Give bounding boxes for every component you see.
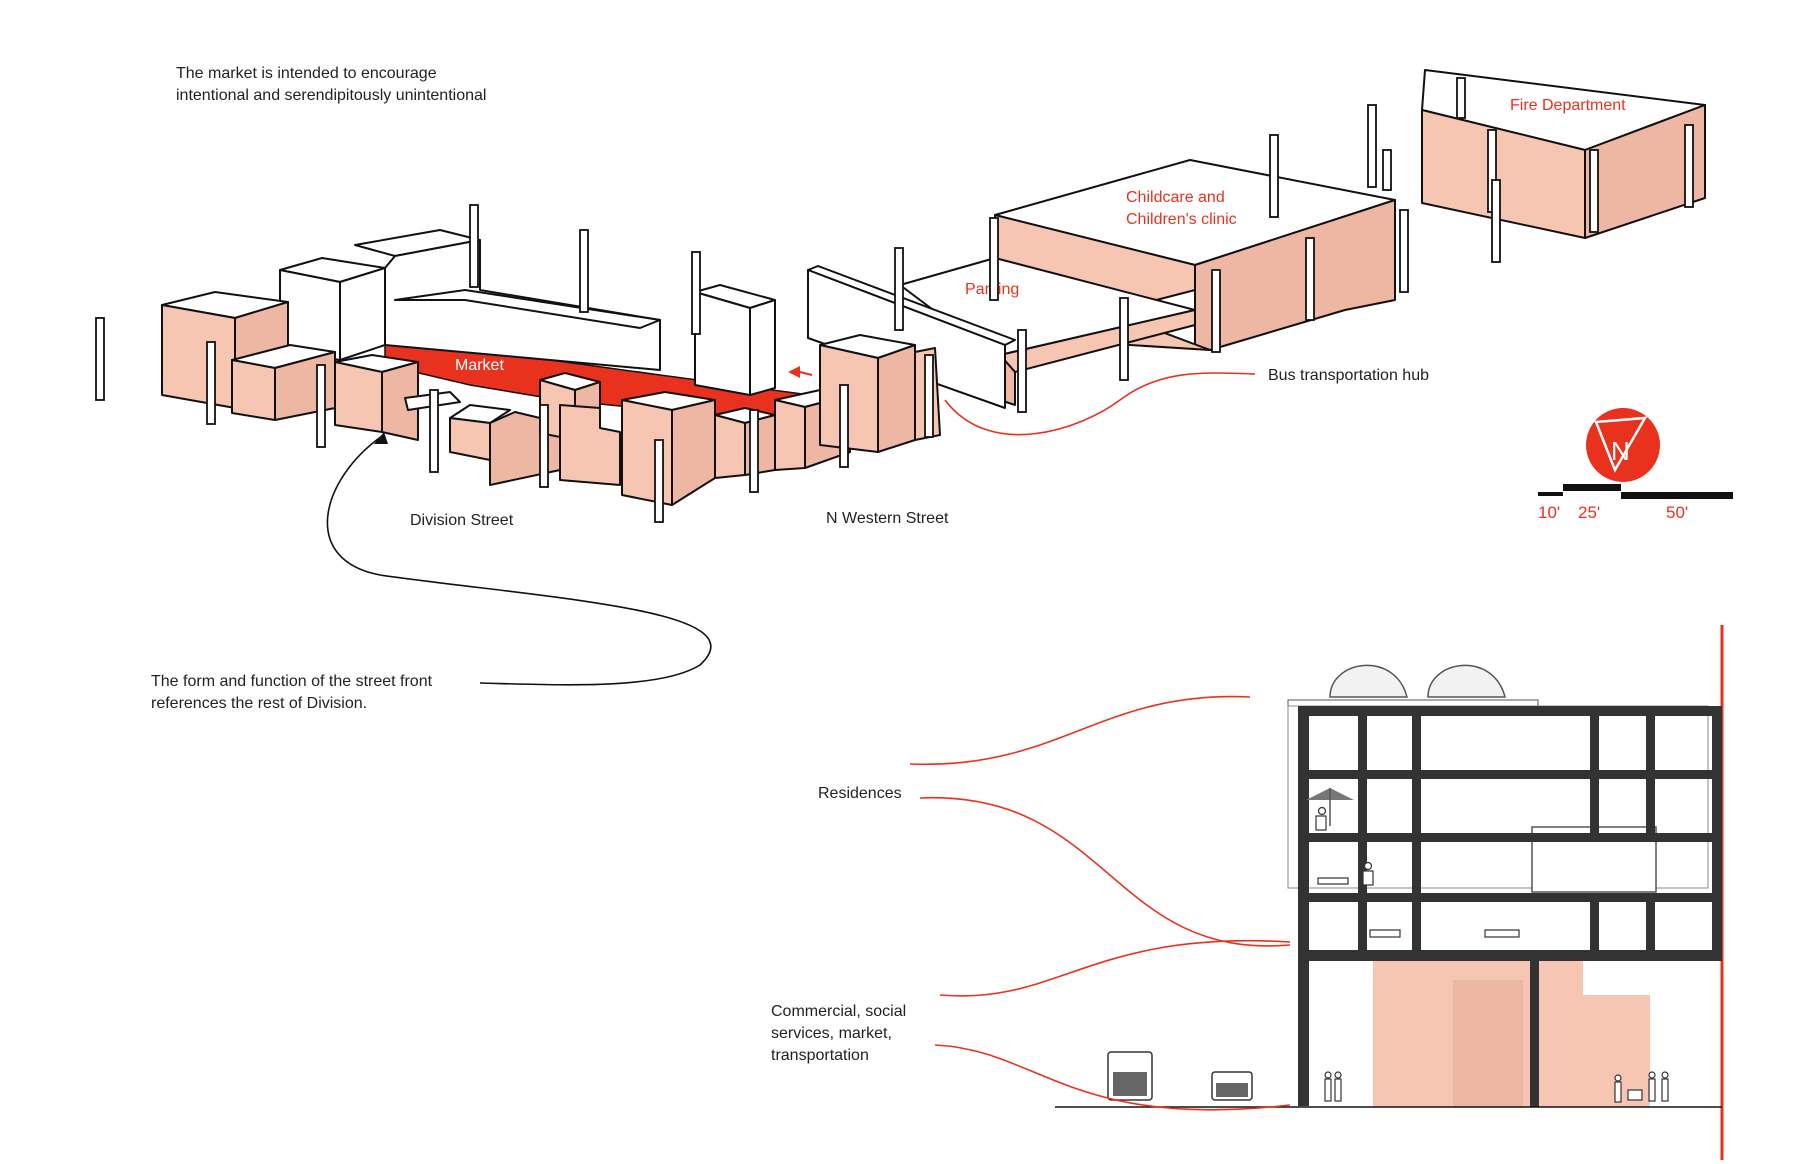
post	[1399, 209, 1409, 293]
post	[1367, 104, 1377, 188]
rooftop-dome	[1427, 664, 1506, 698]
scale-tick-50: 50'	[1666, 503, 1688, 522]
bus-hub-leader	[944, 372, 1256, 436]
commercial-leader-1	[939, 939, 1291, 997]
post	[894, 247, 904, 331]
commercial-label-2: services, market,	[771, 1025, 892, 1042]
residences-label: Residences	[818, 785, 902, 802]
building-section	[1055, 625, 1724, 1160]
post	[429, 389, 439, 473]
n-western-wall	[807, 265, 1016, 409]
post	[539, 404, 549, 488]
commercial-label-1: Commercial, social	[771, 1003, 906, 1020]
post	[989, 217, 999, 301]
market-intent-text-2: intentional and serendipitously unintent…	[176, 87, 486, 104]
post	[1305, 237, 1315, 321]
market-arrow-line	[799, 371, 813, 376]
post	[749, 409, 759, 493]
post	[1119, 297, 1129, 381]
market-label: Market	[455, 357, 504, 374]
post	[654, 439, 664, 523]
pedestrians	[1324, 1071, 1669, 1103]
commercial-leader-2	[934, 1044, 1291, 1111]
post	[1589, 149, 1599, 233]
scale-tick-25: 25'	[1578, 503, 1600, 522]
post	[1017, 329, 1027, 413]
market-intent-text-1: The market is intended to encourage	[176, 65, 437, 82]
post	[839, 384, 849, 468]
division-street-label: Division Street	[410, 512, 514, 529]
person-icon	[1363, 861, 1373, 871]
person-icon	[1317, 806, 1327, 816]
post	[1269, 134, 1279, 218]
residences-leader-2	[919, 797, 1291, 947]
bus-hub-label: Bus transportation hub	[1268, 367, 1429, 384]
post	[1211, 269, 1221, 353]
post	[1456, 77, 1466, 119]
compass-letter: N	[1611, 436, 1630, 466]
bed-icon	[1317, 877, 1349, 885]
post	[316, 364, 326, 448]
street-front-text-1: The form and function of the street fron…	[151, 673, 433, 690]
post	[1382, 149, 1392, 191]
post	[95, 317, 105, 401]
post	[206, 341, 216, 425]
scale-tick-10: 10'	[1538, 503, 1560, 522]
structural-frame	[1298, 706, 1722, 1107]
street-front-leader	[326, 435, 712, 686]
white-buildings	[279, 229, 776, 396]
street-front-arrow-icon	[374, 432, 388, 444]
post	[924, 354, 934, 438]
fire-department-label: Fire Department	[1510, 97, 1626, 114]
post	[1684, 124, 1694, 208]
axonometric-site: Fire Department Childcare and Children's…	[95, 69, 1706, 523]
division-front-buildings	[161, 291, 941, 506]
post	[1491, 179, 1501, 263]
bed-icon	[1369, 929, 1401, 938]
residences-leader-1	[909, 695, 1251, 766]
commercial-label-3: transportation	[771, 1047, 869, 1064]
fire-department-block: Fire Department	[1421, 69, 1706, 239]
rooftop-dome	[1329, 664, 1408, 698]
scale-bar: 10' 25' 50'	[1538, 484, 1733, 522]
market-arrow-icon	[788, 366, 800, 378]
post	[579, 229, 589, 313]
n-western-street-label: N Western Street	[826, 510, 949, 527]
childcare-label-2: Children's clinic	[1126, 211, 1237, 228]
post	[691, 251, 701, 335]
bed-icon	[1484, 929, 1520, 938]
childcare-label-1: Childcare and	[1126, 189, 1225, 206]
north-compass: N	[1586, 408, 1660, 482]
post	[469, 204, 479, 288]
street-front-text-2: references the rest of Division.	[151, 695, 367, 712]
